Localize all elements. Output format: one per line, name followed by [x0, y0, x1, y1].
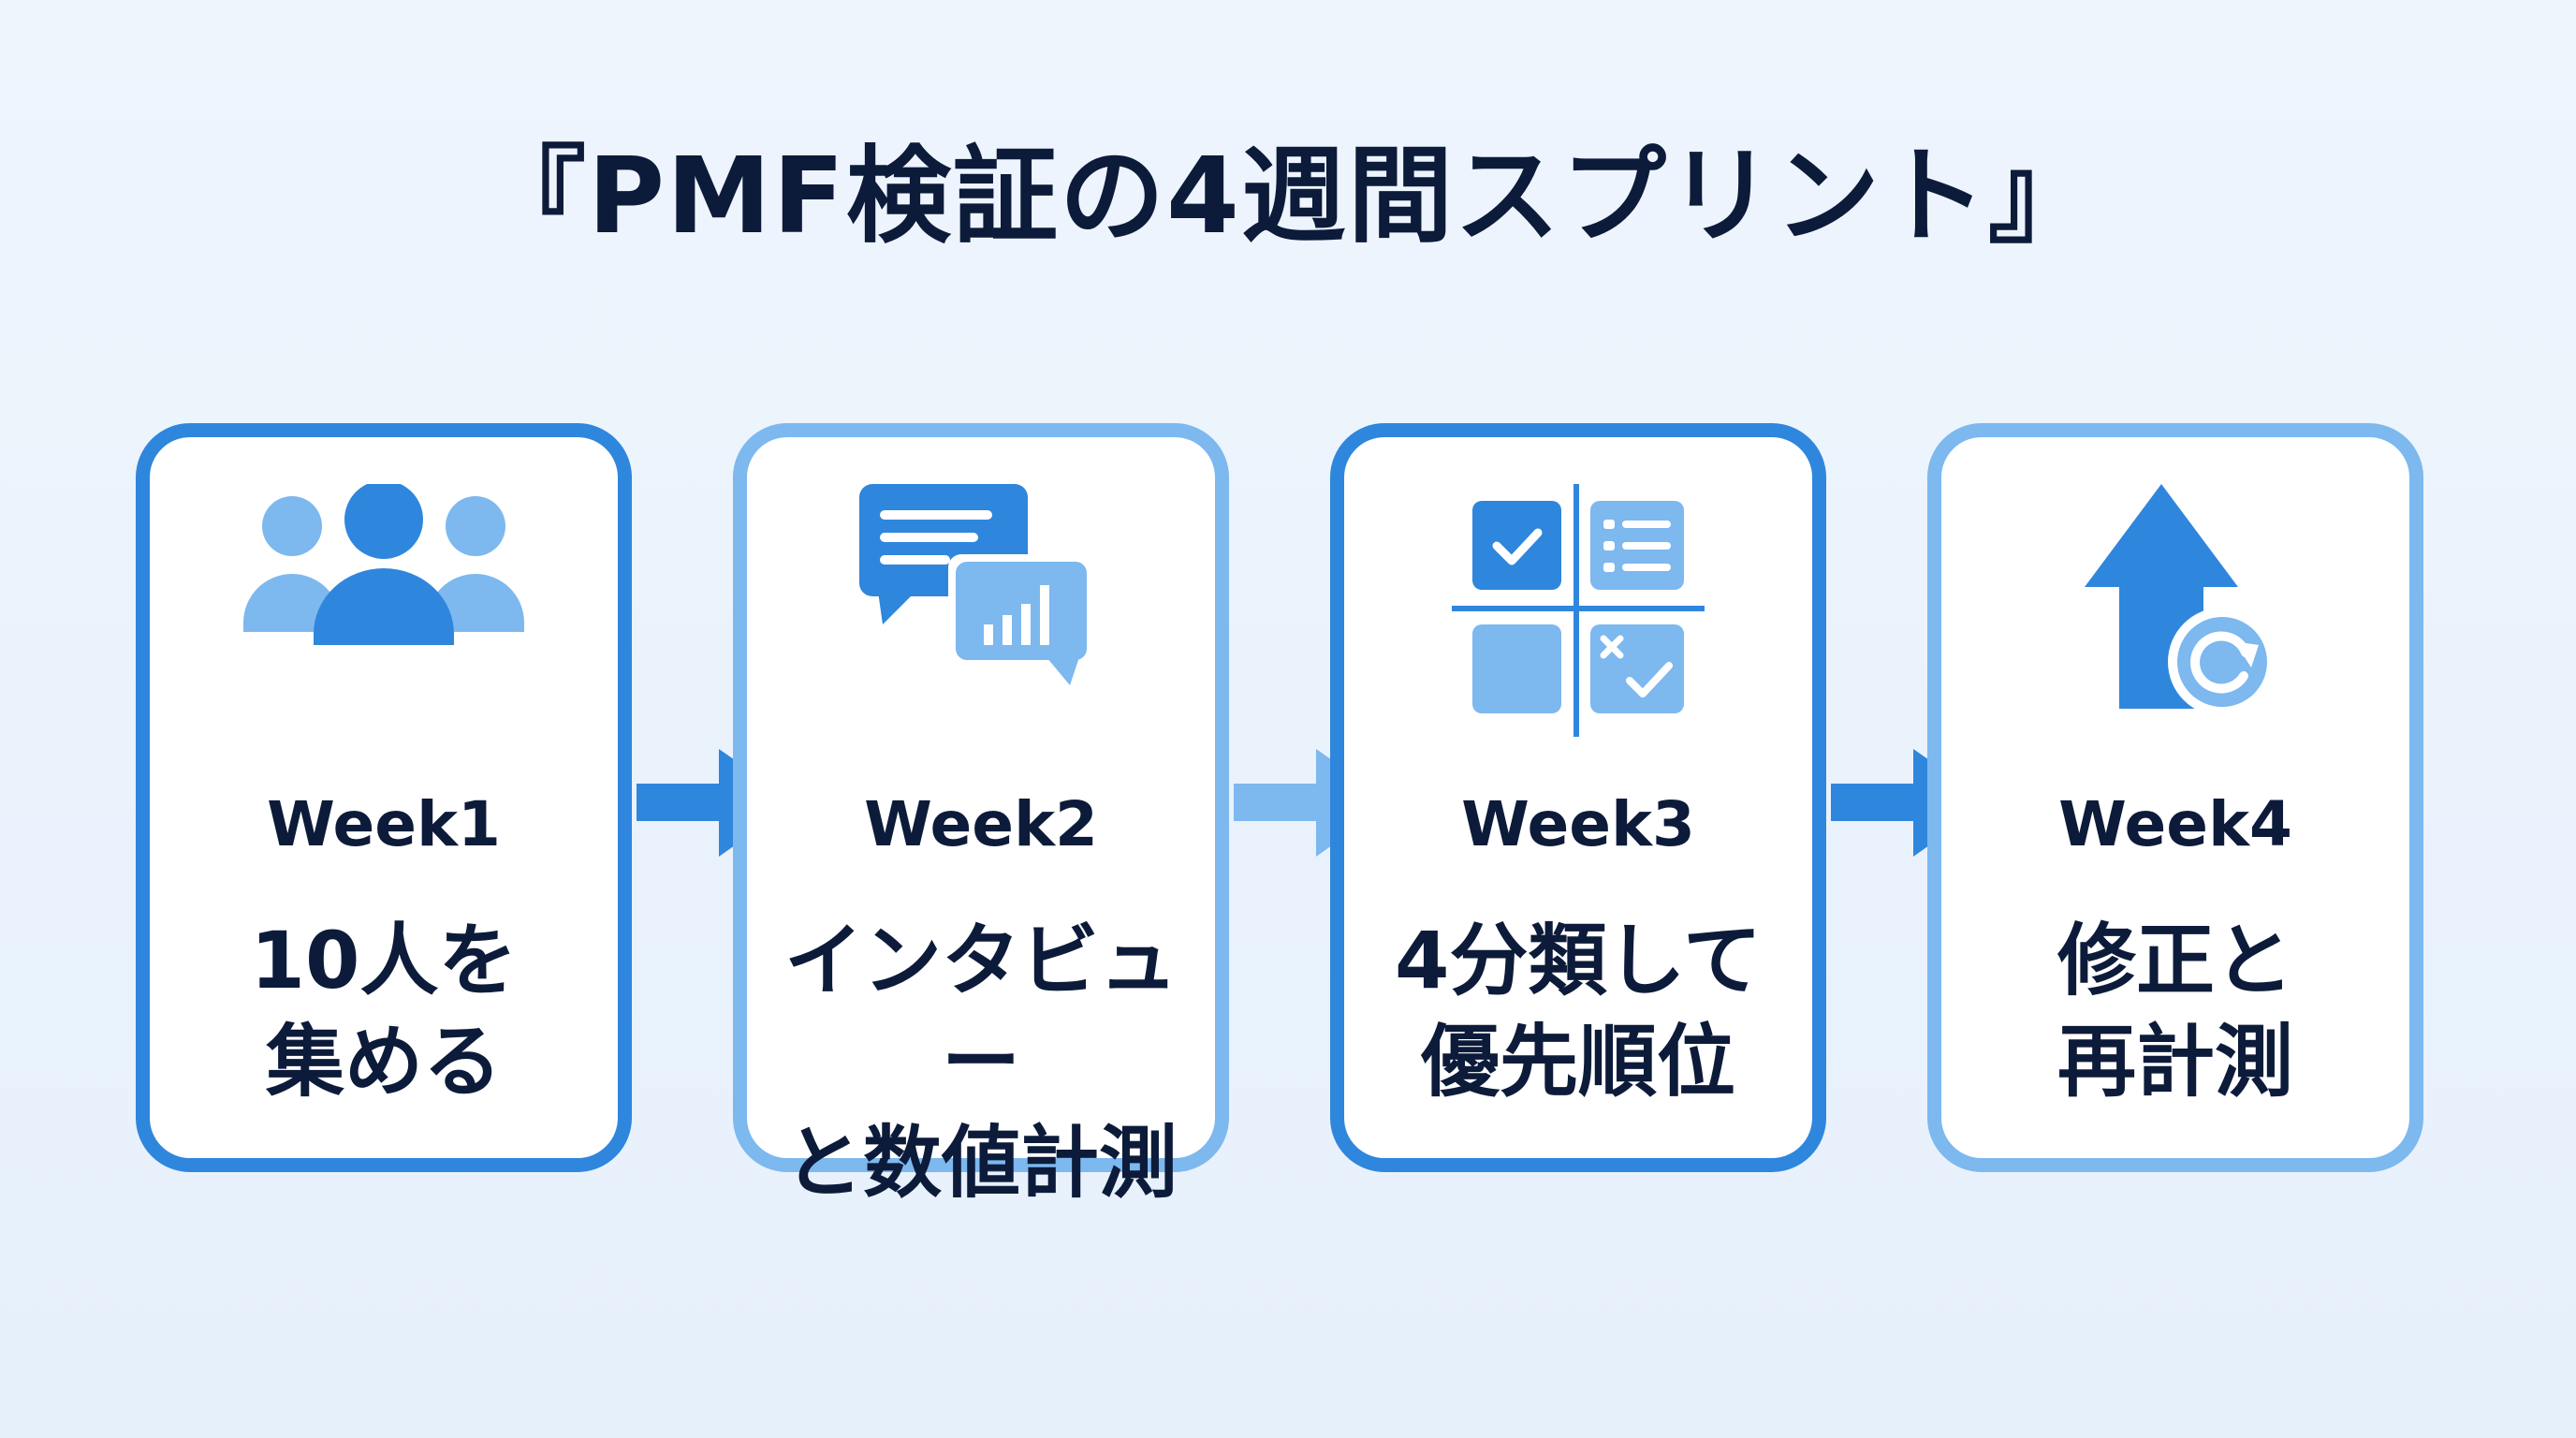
step-card-week3: Week3 4分類して 優先順位	[1330, 423, 1826, 1172]
task-line-1: 修正と	[2056, 915, 2293, 1006]
week-label: Week2	[864, 788, 1098, 860]
week-label: Week3	[1461, 788, 1695, 860]
task-line-2: 集める	[265, 1016, 502, 1108]
task-text: 修正と 再計測	[1941, 910, 2409, 1112]
task-text: インタビュー と数値計測	[747, 910, 1215, 1213]
up-arrow-refresh-icon	[1941, 484, 2409, 737]
task-line-1: 10人を	[250, 915, 518, 1006]
task-line-2: と数値計測	[783, 1117, 1178, 1209]
week-label: Week4	[2058, 788, 2292, 860]
task-text: 4分類して 優先順位	[1344, 910, 1812, 1112]
task-line-1: 4分類して	[1395, 915, 1762, 1006]
task-line-1: インタビュー	[783, 915, 1178, 1108]
task-line-2: 優先順位	[1420, 1016, 1735, 1108]
task-line-2: 再計測	[2056, 1016, 2293, 1108]
step-card-week2: Week2 インタビュー と数値計測	[733, 423, 1229, 1209]
step-card-week1: Week1 10人を 集める	[136, 423, 632, 1172]
people-group-icon	[150, 484, 618, 737]
quadrant-matrix-icon	[1344, 484, 1812, 737]
chat-analytics-icon	[747, 484, 1215, 737]
week-label: Week1	[267, 788, 501, 860]
page-title: 『PMF検証の4週間スプリント』	[481, 136, 2095, 257]
step-card-week4: Week4 修正と 再計測	[1927, 423, 2423, 1172]
task-text: 10人を 集める	[150, 910, 618, 1112]
